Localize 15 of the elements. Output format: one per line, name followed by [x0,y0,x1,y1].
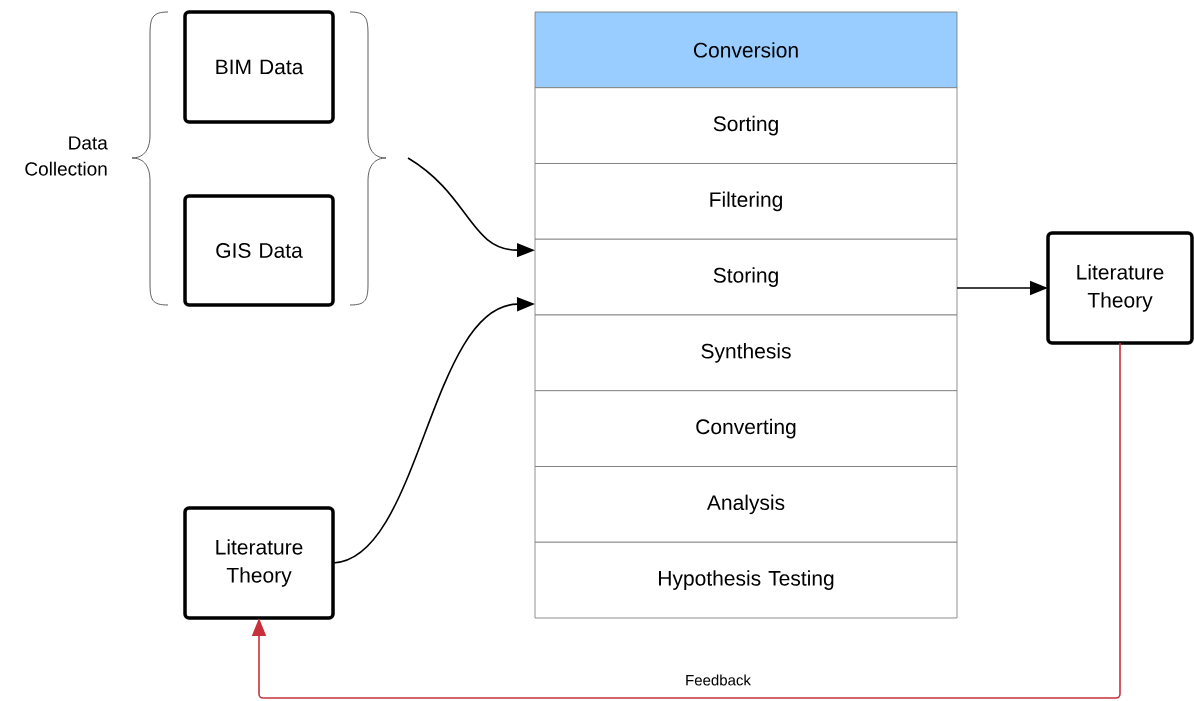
stack-cell: Conversion [534,11,958,89]
stack-cell: Synthesis [534,314,958,392]
stack-cell: Converting [534,390,958,467]
process-box: Literature Theory [183,506,335,620]
stack-cell: Analysis [534,466,958,543]
process-box: GIS Data [183,194,335,307]
stack-cell: Hypothesis Testing [534,541,958,619]
edge-label: Feedback [683,672,753,688]
process-box: BIM Data [183,10,335,124]
stack-cell: Sorting [534,87,958,164]
stack-cell: Filtering [534,163,958,240]
process-box: Literature Theory [1046,231,1194,345]
group-label: Data Collection [25,136,108,176]
arrow [251,342,1121,699]
stack-cell: Storing [534,238,958,316]
